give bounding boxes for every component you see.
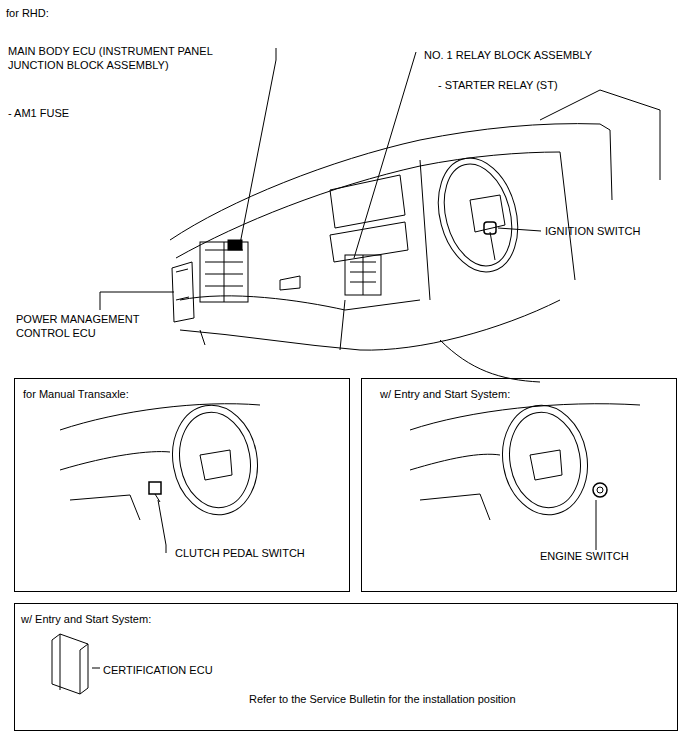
part-name: IGNITION SWITCH — [545, 224, 675, 238]
condition-panel: for Manual Transaxle: CLUTCH PEDAL SWITCH — [14, 378, 350, 592]
part-name: NO. 1 RELAY BLOCK ASSEMBLY — [424, 48, 664, 62]
condition-heading: w/ Entry and Start System: — [380, 387, 510, 401]
part-name: - AM1 FUSE — [8, 106, 168, 120]
condition-heading: for Manual Transaxle: — [23, 387, 129, 401]
condition-heading: w/ Entry and Start System: — [21, 612, 151, 626]
note-text: Refer to the Service Bulletin for the in… — [249, 692, 516, 706]
part-name: CLUTCH PEDAL SWITCH — [175, 546, 305, 560]
part-name: - STARTER RELAY (ST) — [438, 78, 638, 92]
part-name: MAIN BODY ECU (INSTRUMENT PANEL JUNCTION… — [8, 44, 248, 72]
part-name: CERTIFICATION ECU — [103, 663, 213, 677]
condition-panel: w/ Entry and Start System: CERTIFICATION … — [14, 603, 678, 731]
section-title: for RHD: — [6, 6, 206, 20]
condition-panel: w/ Entry and Start System: ENGINE SWITCH — [361, 378, 677, 592]
part-name: POWER MANAGEMENT CONTROL ECU — [16, 312, 166, 340]
part-name: ENGINE SWITCH — [540, 549, 629, 563]
